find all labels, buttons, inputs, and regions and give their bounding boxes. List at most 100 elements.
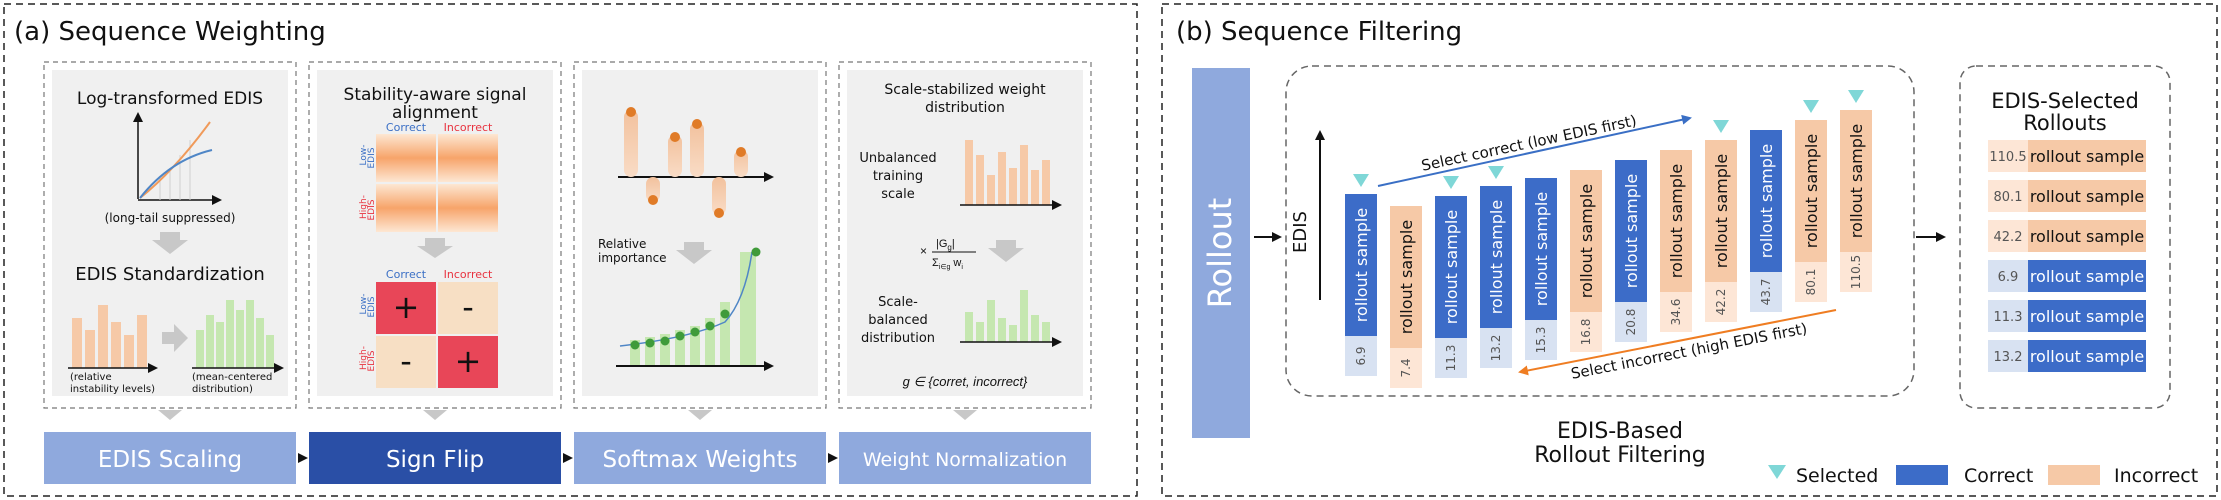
selected-sample-label: rollout sample bbox=[2030, 267, 2144, 286]
selected-value: 110.5 bbox=[1989, 150, 2026, 165]
col-correct-label-2: Correct bbox=[386, 268, 427, 281]
rollout-label: Rollout bbox=[1201, 198, 1239, 309]
down-triangle-icon-2 bbox=[423, 410, 447, 420]
row-high-label-1b: EDIS bbox=[367, 199, 377, 220]
selected-value-box bbox=[1988, 180, 2028, 212]
row-high-label-1a: High- bbox=[359, 195, 369, 219]
selected-marker-icon bbox=[1488, 166, 1504, 179]
normalization-formula: × |Gg| Σi∈g wi bbox=[920, 238, 976, 271]
long-tail-caption: (long-tail suppressed) bbox=[105, 211, 236, 225]
balanced-2: balanced bbox=[868, 313, 927, 328]
rollout-value-box bbox=[1435, 338, 1467, 378]
unbalanced-2: training bbox=[873, 169, 923, 184]
down-arrow-icon-2 bbox=[417, 238, 453, 258]
rollout-value-box bbox=[1615, 302, 1647, 342]
relative-instability-bars bbox=[68, 305, 158, 373]
box-sign-flip bbox=[308, 61, 562, 409]
sign-flip-button bbox=[309, 432, 561, 484]
rollout-value-box bbox=[1345, 336, 1377, 376]
rollout-value-box bbox=[1570, 312, 1602, 352]
alignment-title-2: alignment bbox=[392, 103, 478, 123]
rollout-sample-label: rollout sample bbox=[1577, 184, 1596, 298]
box-weight-normalization bbox=[838, 61, 1092, 409]
relative-caption-2: instability levels) bbox=[70, 384, 155, 395]
unbalanced-1: Unbalanced bbox=[859, 151, 936, 166]
edis-standardization-title: EDIS Standardization bbox=[75, 264, 265, 285]
rollout-sample-label: rollout sample bbox=[1712, 154, 1731, 268]
legend-incorrect-swatch bbox=[2048, 465, 2100, 485]
selected-value: 11.3 bbox=[1994, 310, 2023, 325]
selected-box bbox=[1959, 65, 2171, 409]
rollout-sample-bar bbox=[1660, 150, 1692, 292]
selected-marker-icon bbox=[1803, 100, 1819, 113]
mean-centered-caption-1: (mean-centered bbox=[192, 372, 272, 383]
edis-axis-label: EDIS bbox=[1290, 211, 1311, 253]
down-arrow-icon bbox=[152, 232, 188, 254]
rollout-value: 43.7 bbox=[1759, 279, 1773, 306]
box-softmax bbox=[573, 61, 827, 409]
softmax-weight-bars bbox=[616, 247, 774, 371]
alignment-title-1: Stability-aware signal bbox=[344, 85, 527, 105]
selected-marker-icon bbox=[1443, 176, 1459, 189]
row-low-label-2b: EDIS bbox=[367, 296, 377, 317]
selected-value: 80.1 bbox=[1994, 190, 2023, 205]
sign-plus-1: + bbox=[393, 288, 420, 326]
relative-importance-2: importance bbox=[598, 251, 667, 265]
selected-value: 42.2 bbox=[1994, 230, 2023, 245]
right-arrow-icon bbox=[162, 324, 188, 352]
rollout-value: 34.6 bbox=[1669, 299, 1683, 326]
rollout-sample-bar bbox=[1570, 170, 1602, 312]
selected-sample-bar bbox=[2028, 180, 2146, 212]
selected-rollouts-list: 110.5 rollout sample 80.1 rollout sample 42.… bbox=[1988, 140, 2146, 372]
svg-text:|Gg|: |Gg| bbox=[936, 238, 955, 252]
selected-value-box bbox=[1988, 140, 2028, 172]
col-incorrect-label-1: Incorrect bbox=[444, 121, 493, 134]
rollout-value-box bbox=[1705, 282, 1737, 322]
row-low-label-1b: EDIS bbox=[367, 147, 377, 168]
row-high-label-2a: High- bbox=[359, 346, 369, 370]
row-high-label-2b: EDIS bbox=[367, 350, 377, 371]
relative-importance-1: Relative bbox=[598, 237, 646, 251]
panel-b-title: (b) Sequence Filtering bbox=[1176, 17, 1462, 47]
rollout-value: 6.9 bbox=[1354, 346, 1368, 365]
selected-sample-label: rollout sample bbox=[2030, 347, 2144, 366]
balanced-3: distribution bbox=[861, 331, 935, 346]
softmax-label: Softmax Weights bbox=[603, 447, 798, 473]
selected-value-box bbox=[1988, 260, 2028, 292]
unbalanced-bars bbox=[960, 140, 1062, 210]
rollout-sample-label: rollout sample bbox=[1352, 208, 1371, 322]
rollout-sample-label: rollout sample bbox=[1847, 124, 1866, 238]
selected-sample-label: rollout sample bbox=[2030, 187, 2144, 206]
rollout-sample-label: rollout sample bbox=[1622, 174, 1641, 288]
box-edis-scaling bbox=[43, 61, 297, 409]
rollout-value: 20.8 bbox=[1624, 309, 1638, 336]
rollout-sample-bar bbox=[1795, 120, 1827, 262]
legend-correct-swatch bbox=[1896, 465, 1948, 485]
scale-title-1: Scale-stabilized weight bbox=[884, 82, 1046, 98]
selected-sample-label: rollout sample bbox=[2030, 307, 2144, 326]
balanced-1: Scale- bbox=[878, 295, 918, 310]
rollout-value-box bbox=[1480, 328, 1512, 368]
select-correct-label: Select correct (low EDIS first) bbox=[1420, 111, 1638, 174]
weight-normalization-label: Weight Normalization bbox=[863, 449, 1067, 471]
selected-value-box bbox=[1988, 220, 2028, 252]
legend-selected-label: Selected bbox=[1796, 465, 1878, 487]
rollout-sample-bar bbox=[1840, 110, 1872, 252]
rollout-value-box bbox=[1525, 320, 1557, 360]
rollout-sample-bar bbox=[1615, 160, 1647, 302]
softmax-button bbox=[574, 432, 826, 484]
sign-minus-1: - bbox=[462, 288, 474, 326]
row-low-label-1a: Low- bbox=[359, 145, 369, 166]
center-caption-2: Rollout Filtering bbox=[1534, 443, 1706, 468]
rollout-value-box bbox=[1840, 252, 1872, 292]
edis-scaling-button bbox=[44, 432, 296, 484]
